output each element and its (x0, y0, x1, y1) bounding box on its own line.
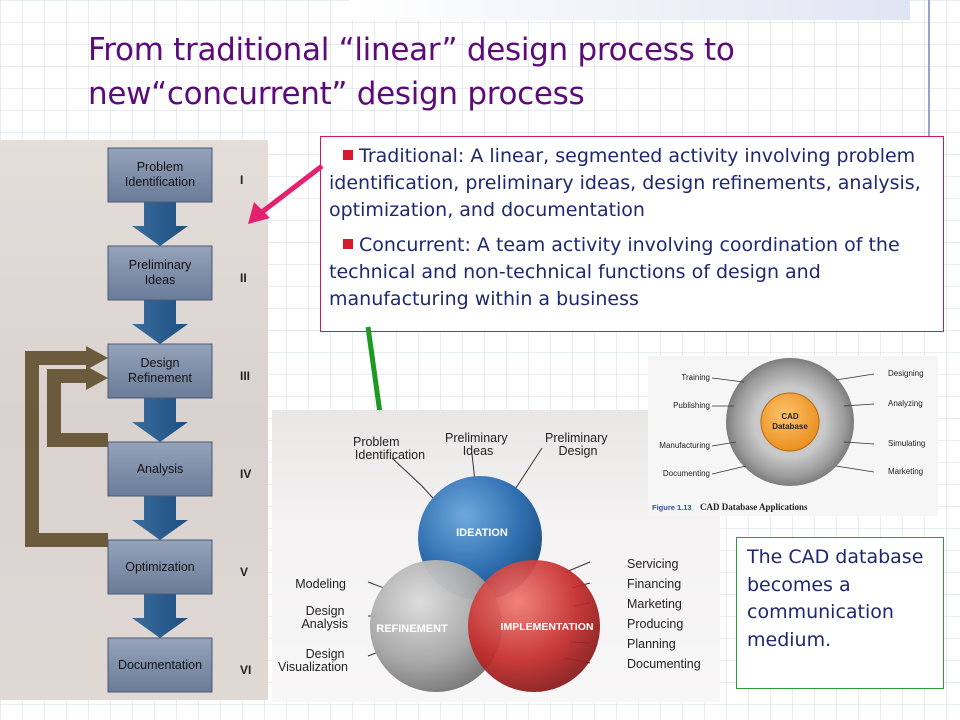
loop-inner-arrow (47, 369, 108, 447)
bullet-square-icon (343, 239, 353, 249)
cad-caption-text: CAD Database Applications (700, 502, 808, 512)
concurrent-venn-diagram: IDEATION REFINEMENT IMPLEMENTATION Probl… (272, 410, 720, 702)
loop-inner-arrowhead (86, 366, 108, 390)
flow-step-label: Optimization (125, 560, 195, 574)
flow-step-box (107, 441, 213, 497)
flow-down-arrow-icon (132, 496, 188, 540)
flow-step-label: Preliminary (129, 258, 192, 272)
venn-left-label-design-analysis: Design Analysis (301, 604, 348, 631)
cad-right-item: Simulating (888, 439, 925, 448)
slide-title: From traditional “linear” design process… (88, 28, 888, 116)
flow-down-arrows (132, 202, 188, 638)
slide-title-line-1: From traditional “linear” design process… (88, 32, 735, 68)
flow-step: Analysis IV (107, 441, 251, 497)
flow-step-label: Analysis (137, 462, 184, 476)
venn-top-label-problem: Problem Identification (353, 435, 425, 462)
flow-step-numeral: V (240, 565, 248, 579)
flow-step-label: Design (141, 356, 180, 370)
venn-right-label: Documenting (627, 657, 701, 671)
venn-right-label: Producing (627, 617, 683, 631)
flow-step-numeral: I (240, 173, 243, 187)
flow-down-arrow-icon (132, 594, 188, 638)
feedback-loop-arrows (25, 351, 108, 547)
cad-note-box: The CAD database becomes a communication… (736, 537, 944, 689)
cad-caption-number: Figure 1.13 (652, 503, 692, 512)
venn-right-label: Planning (627, 637, 676, 651)
loop-outer-arrow (25, 351, 108, 547)
flow-step-box (107, 245, 213, 301)
pink-arrowhead-icon (248, 202, 270, 224)
cad-core (760, 392, 820, 452)
flow-step-label: Problem (137, 160, 184, 174)
cad-left-item: Publishing (673, 401, 710, 410)
cad-right-item: Designing (888, 369, 924, 378)
pink-pointer-arrow (248, 164, 324, 224)
loop-outer-arrowhead (86, 346, 108, 370)
cad-core-label-2: Database (772, 422, 808, 431)
venn-right-label: Financing (627, 577, 681, 591)
flow-step-numeral: II (240, 271, 247, 285)
flow-step-box (107, 539, 213, 595)
flow-step-box (107, 147, 213, 203)
cad-right-item: Analyzing (888, 399, 923, 408)
venn-label-implementation: IMPLEMENTATION (501, 621, 594, 633)
bullet-traditional: Traditional: A linear, segmented activit… (329, 143, 935, 224)
venn-left-label-design-visualization: Design Visualization (278, 647, 348, 674)
flow-step-box (107, 343, 213, 399)
flow-step-numeral: IV (240, 467, 251, 481)
venn-label-refinement: REFINEMENT (376, 623, 448, 635)
cad-left-item: Manufacturing (659, 441, 710, 450)
cad-figure-svg: CAD Database TrainingPublishingManufactu… (648, 356, 938, 516)
cad-left-item: Training (681, 373, 710, 382)
bullet-concurrent-text: Concurrent: A team activity involving co… (329, 234, 900, 310)
bullet-text-box: Traditional: A linear, segmented activit… (320, 136, 944, 332)
cad-connector-lines (711, 373, 875, 475)
flow-step-box (107, 637, 213, 693)
venn-svg: IDEATION REFINEMENT IMPLEMENTATION Probl… (278, 431, 701, 692)
flow-step-numeral: III (240, 369, 250, 383)
venn-right-label: Marketing (627, 597, 682, 611)
venn-left-label-modeling: Modeling (295, 577, 346, 591)
flow-down-arrow-icon (132, 300, 188, 344)
venn-top-label-design: Preliminary Design (545, 431, 611, 458)
flow-step-label: Identification (125, 175, 195, 189)
venn-right-label: Servicing (627, 557, 678, 571)
venn-top-label-ideas: Preliminary Ideas (445, 431, 511, 458)
cad-left-items: TrainingPublishingManufacturingDocumenti… (659, 373, 710, 478)
venn-circle-refinement (370, 560, 502, 692)
flow-step: Optimization V (107, 539, 248, 595)
flow-step-label: Ideas (145, 273, 176, 287)
venn-circle-implementation (468, 560, 600, 692)
cad-left-item: Documenting (663, 469, 710, 478)
cad-core-label-1: CAD (781, 412, 799, 421)
flow-step: Documentation VI (107, 637, 251, 693)
flow-down-arrow-icon (132, 202, 188, 246)
cad-right-item: Marketing (888, 467, 923, 476)
flow-step-label: Documentation (118, 658, 202, 672)
venn-right-labels: ServicingFinancingMarketingProducingPlan… (627, 557, 701, 671)
bullet-traditional-text: Traditional: A linear, segmented activit… (329, 145, 921, 221)
slide-right-rule (928, 0, 930, 140)
bullet-concurrent: Concurrent: A team activity involving co… (329, 232, 935, 313)
slide-title-line-2: new“concurrent” design process (88, 76, 585, 112)
flow-step-label: Refinement (128, 371, 192, 385)
slide-top-band (350, 0, 910, 20)
cad-note-text: The CAD database becomes a communication… (747, 546, 924, 651)
flow-down-arrow-icon (132, 398, 188, 442)
flow-step-numeral: VI (240, 663, 251, 677)
venn-label-ideation: IDEATION (456, 527, 508, 539)
bullet-square-icon (343, 150, 353, 160)
